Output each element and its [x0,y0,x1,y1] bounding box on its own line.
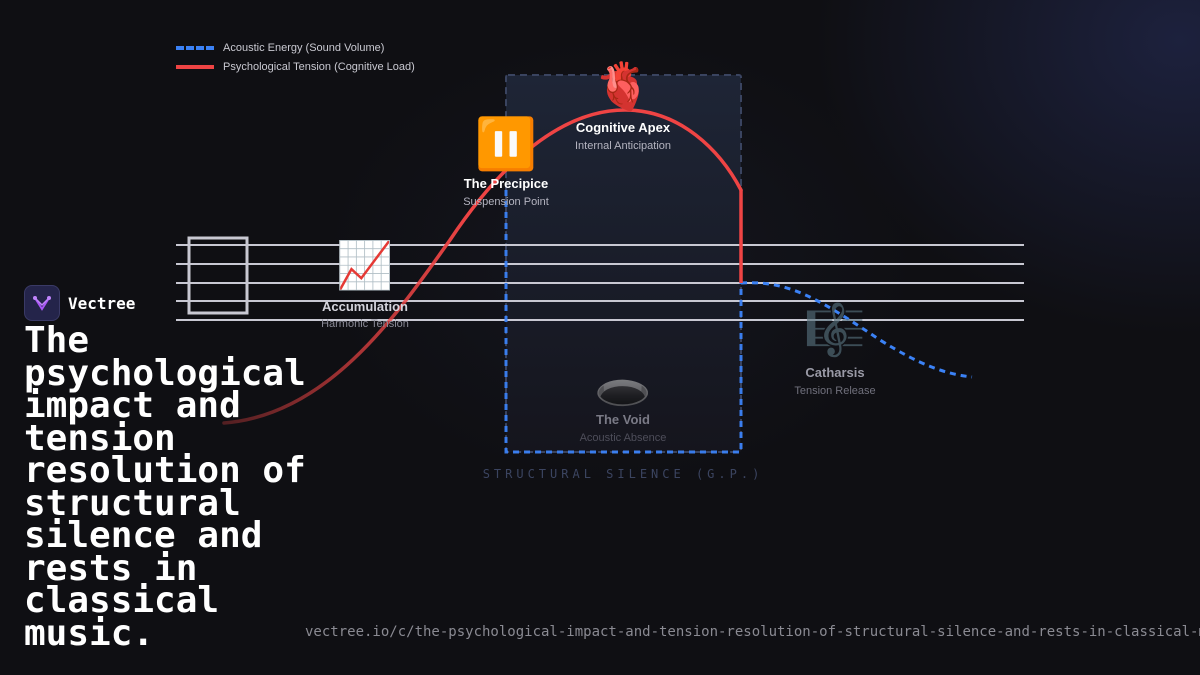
brand[interactable]: Vectree [24,285,135,321]
hole-icon: 🕳️ [594,358,652,412]
stage-title: Cognitive Apex [575,120,671,135]
acoustic-energy-line [504,190,743,454]
stage-subtitle: Acoustic Absence [579,432,667,444]
stage-title: Accumulation [322,299,408,314]
stage-void: The Void Acoustic Absence [580,412,667,444]
acoustic-energy-tail [740,281,973,379]
stage-cognitive-apex: Cognitive Apex Internal Anticipation [575,120,671,152]
stage-accumulation: Accumulation Harmonic Tension [321,299,409,330]
page-title: The psychological impact and tension res… [24,320,306,654]
staff-lines [176,244,1024,321]
solid-line-swatch [176,64,214,69]
stage-subtitle: Harmonic Tension [321,318,409,330]
legend-label-energy: Acoustic Energy (Sound Volume) [223,41,385,54]
stage-title: Catharsis [805,365,865,380]
chart-increasing-icon: 📈 [336,238,394,292]
legend: Acoustic Energy (Sound Volume) Psycholog… [176,38,415,76]
pause-button-icon: ⏸️ [474,115,538,173]
vectree-logo-icon [24,285,60,321]
silence-zone-caption: STRUCTURAL SILENCE (G.P.) [482,467,764,481]
stage-subtitle: Suspension Point [463,196,549,208]
psychological-tension-curve [222,108,743,425]
legend-item-energy: Acoustic Energy (Sound Volume) [176,38,415,57]
stage-catharsis: Catharsis Tension Release [794,365,875,397]
legend-label-tension: Psychological Tension (Cognitive Load) [223,60,415,73]
stage-title: The Void [596,412,650,427]
stage-title: The Precipice [463,176,549,191]
musical-score-icon: 🎼 [803,301,867,359]
anatomical-heart-icon: 🫀 [594,59,652,113]
clef-placeholder-icon [187,236,249,315]
brand-name: Vectree [68,293,136,313]
stage-subtitle: Tension Release [794,385,876,397]
stage-subtitle: Internal Anticipation [574,140,672,152]
page-url[interactable]: vectree.io/c/the-psychological-impact-an… [305,624,1200,640]
dashed-line-swatch [176,45,214,50]
stage-precipice: The Precipice Suspension Point [463,176,549,208]
legend-item-tension: Psychological Tension (Cognitive Load) [176,57,415,76]
